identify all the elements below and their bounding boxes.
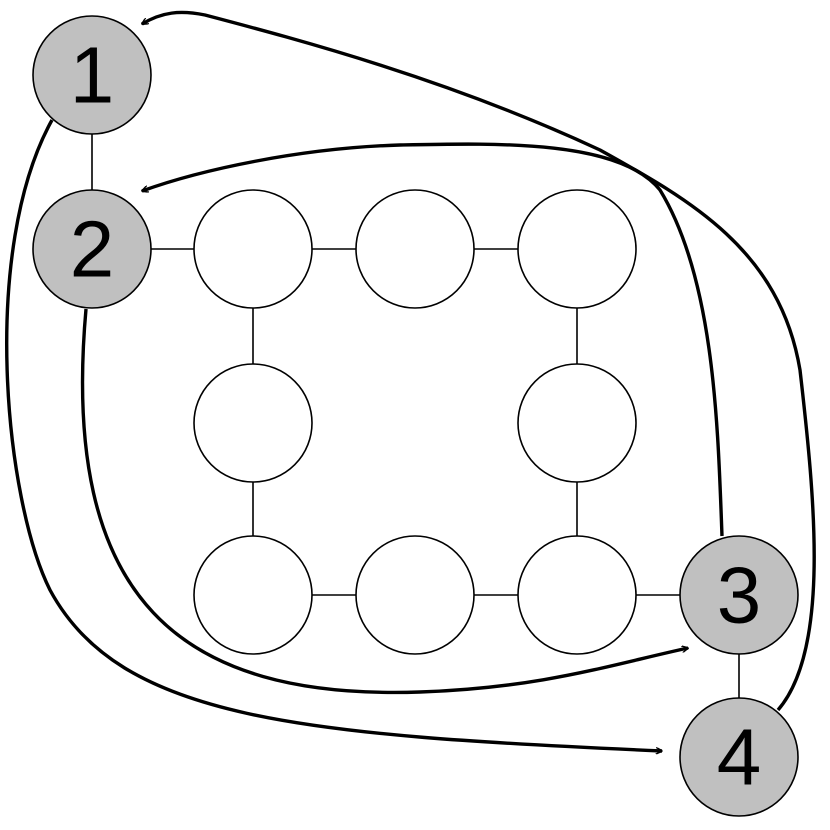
edges (91, 134, 740, 698)
node-h (517, 535, 637, 655)
node-4: 4 (679, 697, 799, 817)
node-1: 1 (32, 15, 152, 135)
node-3: 3 (679, 535, 799, 655)
arrow-1-to-4 (5, 119, 662, 751)
node-e (517, 363, 637, 483)
node-f (193, 535, 313, 655)
node-1-label: 1 (70, 31, 115, 120)
arrow-2-to-3 (80, 308, 688, 695)
labeled-nodes: 1 2 3 4 (32, 15, 799, 817)
arrow-4-to-1 (142, 10, 816, 712)
node-2: 2 (32, 189, 152, 309)
node-2-label: 2 (70, 205, 115, 294)
node-g (355, 535, 475, 655)
node-3-label: 3 (717, 551, 762, 640)
node-b (355, 189, 475, 309)
arrow-3-to-2 (142, 142, 724, 537)
node-4-label: 4 (717, 713, 762, 802)
node-c (517, 189, 637, 309)
node-a (193, 189, 313, 309)
node-d (193, 363, 313, 483)
unlabeled-nodes (193, 189, 637, 655)
arrows (5, 10, 816, 751)
